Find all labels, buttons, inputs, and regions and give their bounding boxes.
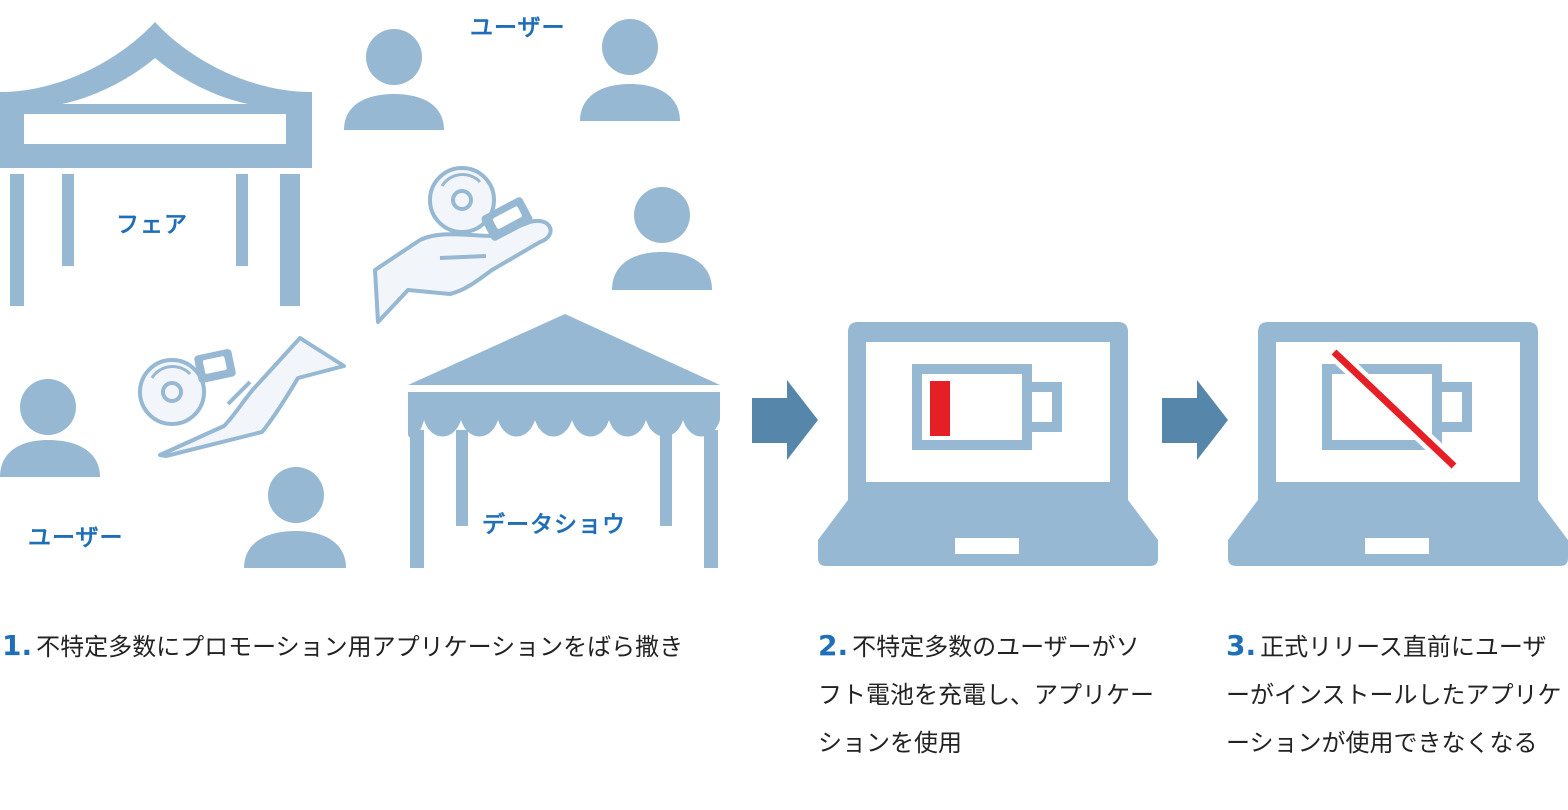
user-icon-3	[612, 187, 712, 290]
user-icon-2	[580, 19, 680, 121]
label-fair: フェア	[116, 212, 188, 238]
user-icon-5	[244, 467, 346, 568]
step-3-number: 3.	[1226, 629, 1257, 662]
label-data-show: データショウ	[482, 512, 626, 538]
hand-giving-app-icon-upper	[373, 166, 553, 324]
arrow-right-icon-1	[752, 380, 818, 460]
label-users-bottom: ユーザー	[28, 525, 124, 551]
battery-disabled-icon	[1322, 346, 1472, 472]
step-2-text: 不特定多数のユーザーがソフト電池を充電し、アプリケーションを使用	[818, 633, 1154, 757]
step-3-text: 正式リリース直前にユーザーがインストールしたアプリケーションが使用できなくなる	[1226, 633, 1562, 757]
step-2: 2.不特定多数のユーザーがソフト電池を充電し、アプリケーションを使用	[818, 622, 1154, 767]
step-1-number: 1.	[2, 629, 33, 662]
battery-low-icon	[912, 364, 1062, 450]
user-icon-4	[0, 379, 100, 477]
laptop-low-battery-icon	[818, 322, 1158, 566]
step-2-number: 2.	[818, 629, 849, 662]
step-1-text: 不特定多数にプロモーション用アプリケーションをばら撒き	[36, 633, 684, 661]
step-3: 3.正式リリース直前にユーザーがインストールしたアプリケーションが使用できなくな…	[1226, 622, 1562, 767]
laptop-battery-disabled-icon	[1228, 322, 1568, 566]
label-users-top: ユーザー	[470, 15, 566, 41]
step-1: 1.不特定多数にプロモーション用アプリケーションをばら撒き	[2, 622, 722, 671]
fair-pavilion-icon	[0, 22, 312, 306]
data-show-tent-icon	[408, 314, 720, 568]
hand-giving-app-icon-lower	[138, 336, 346, 458]
arrow-right-icon-2	[1162, 380, 1228, 460]
user-icon-1	[344, 29, 444, 130]
